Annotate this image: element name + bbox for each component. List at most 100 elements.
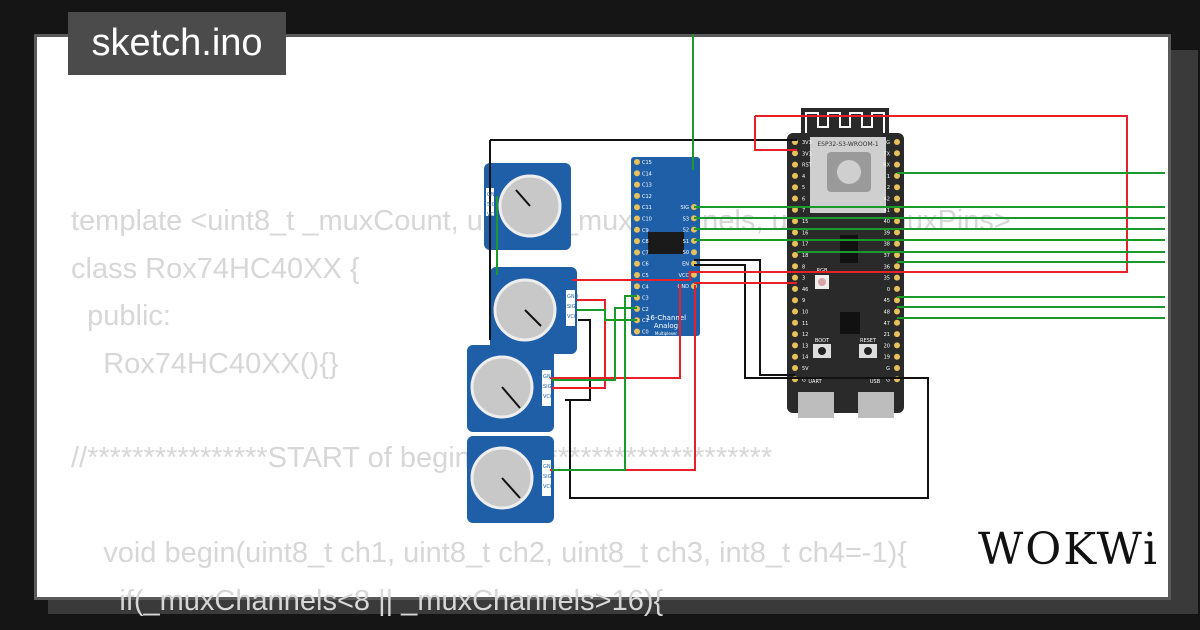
header-pin — [894, 206, 900, 213]
header-pin — [792, 218, 798, 225]
pin-label: 12 — [802, 332, 808, 338]
code-line: Rox74HC40XX(){} — [71, 348, 339, 380]
header-pin — [634, 204, 640, 211]
pin-label: C3 — [642, 296, 649, 302]
header-pin — [792, 150, 798, 157]
code-line: //****************START of begin()******… — [71, 442, 773, 474]
header-pin — [894, 139, 900, 145]
pin-label: 15 — [802, 219, 808, 225]
header-pin — [894, 229, 900, 236]
pot-pin-label: GND — [543, 464, 555, 470]
pin-label: C15 — [642, 160, 652, 166]
header-pin — [894, 150, 900, 157]
code-line: public: — [71, 300, 171, 332]
mux-16ch-board: 16-Channel Analog Multiplexer C15C14C13C… — [631, 157, 700, 336]
header-pin — [634, 215, 640, 222]
pin-label: C6 — [642, 262, 649, 268]
pin-label: RX — [883, 163, 890, 169]
header-pin — [792, 161, 798, 168]
header-pin — [894, 308, 900, 315]
header-pin — [894, 297, 900, 304]
pin-label: C1 — [642, 318, 649, 324]
pin-label: 4 — [802, 174, 805, 180]
pin-label: 46 — [802, 287, 808, 293]
usb-label: USB — [870, 379, 881, 385]
boot-label: BOOT — [815, 338, 830, 344]
wire-pot-sig — [552, 295, 637, 471]
header-pin — [792, 285, 798, 292]
pin-label: TX — [883, 151, 891, 157]
pin-label: 48 — [884, 310, 890, 316]
sketch-title: sketch.ino — [68, 12, 286, 75]
pin-label: 3 — [802, 276, 805, 282]
pin-label: GND — [678, 284, 690, 290]
wire-gnd — [694, 259, 795, 376]
pin-label: G — [886, 366, 890, 372]
header-pin — [792, 184, 798, 191]
pin-label: C13 — [642, 183, 652, 189]
header-pin — [634, 181, 640, 188]
pin-label: 36 — [884, 264, 890, 270]
header-pin — [894, 285, 900, 292]
header-pin — [634, 283, 640, 290]
header-pin — [792, 240, 798, 247]
pot-pin-label: VCC — [543, 394, 554, 400]
header-pin — [792, 353, 798, 360]
header-pin — [894, 195, 900, 202]
pot-pin-label: GND — [567, 294, 579, 300]
pin-label: 40 — [884, 219, 890, 225]
pin-label: 2 — [887, 185, 890, 191]
pin-label: 35 — [884, 276, 890, 282]
pin-label: C2 — [642, 307, 649, 313]
pin-label: G — [802, 377, 806, 383]
pin-label: 14 — [802, 355, 808, 361]
pin-label: 1 — [887, 174, 890, 180]
header-pin — [894, 274, 900, 281]
pin-label: EN — [682, 262, 689, 268]
pin-label: S2 — [683, 228, 689, 234]
reset-label: RESET — [860, 338, 877, 344]
potentiometer-2[interactable] — [490, 267, 577, 354]
pin-label: C9 — [642, 228, 649, 234]
pot-pin-label: GND — [487, 192, 499, 198]
pin-label: VCC — [679, 273, 690, 279]
pot-pin-label: SIG — [567, 304, 576, 310]
pin-label: C10 — [642, 217, 652, 223]
header-pin — [634, 170, 640, 177]
pin-label: SIG — [680, 205, 689, 211]
mux-chip — [648, 232, 684, 254]
pin-label: C8 — [642, 239, 649, 245]
pin-label: C12 — [642, 194, 652, 200]
header-pin — [691, 271, 697, 278]
header-pin — [634, 249, 640, 256]
header-pin — [894, 184, 900, 191]
pin-label: 9 — [802, 298, 805, 304]
header-pin — [894, 342, 900, 349]
pin-label: 19 — [884, 355, 890, 361]
header-pin — [894, 240, 900, 247]
mux-title-3: Multiplexer — [655, 331, 678, 336]
uart-label: UART — [808, 379, 822, 385]
wokwi-logo: WOKWi — [978, 524, 1160, 575]
pin-label: 17 — [802, 242, 808, 248]
pin-label: 37 — [884, 253, 890, 259]
code-line: void begin(uint8_t ch1, uint8_t ch2, uin… — [71, 537, 907, 569]
header-pin — [792, 229, 798, 236]
pin-label: 41 — [884, 208, 890, 214]
pin-label: C11 — [642, 205, 652, 211]
pin-label: 42 — [884, 197, 890, 203]
header-pin — [792, 263, 798, 270]
potentiometer-3[interactable] — [467, 345, 554, 432]
pin-label: S0 — [683, 250, 689, 256]
pin-label: 20 — [884, 343, 890, 349]
potentiometer-4[interactable] — [467, 436, 554, 523]
pin-label: 8 — [802, 264, 805, 270]
pin-label: 10 — [802, 310, 808, 316]
pin-label: C7 — [642, 250, 649, 256]
header-pin — [634, 272, 640, 278]
header-pin — [792, 274, 798, 281]
potentiometer-1[interactable] — [484, 163, 571, 250]
